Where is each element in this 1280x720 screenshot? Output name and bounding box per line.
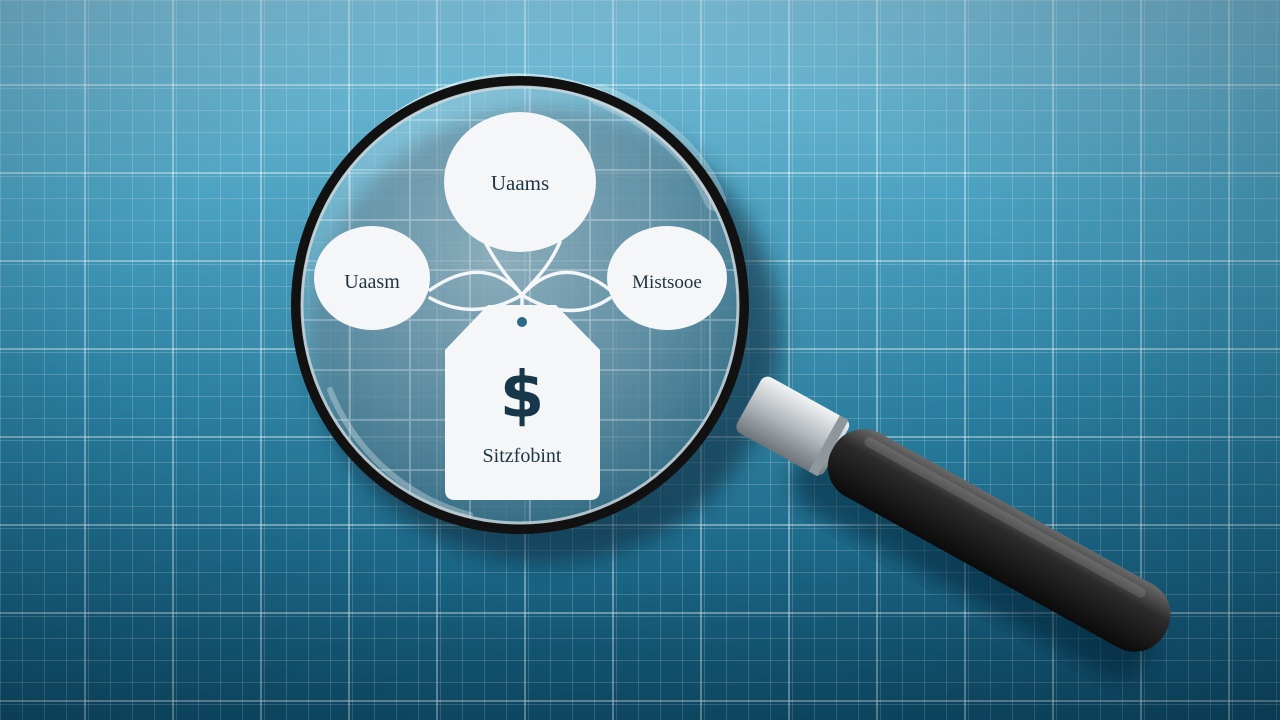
bubble-top <box>444 112 596 252</box>
ferrule-ring <box>808 415 849 477</box>
bubble-left <box>314 226 430 330</box>
tag-label: Sitzfobint <box>483 445 562 467</box>
magnifying-glass-icon <box>736 376 1171 652</box>
bubble-right <box>607 226 727 330</box>
lens-glare-bottom <box>327 387 473 518</box>
handle-highlight <box>864 437 1146 598</box>
handle-grip <box>827 429 1171 652</box>
dollar-sign-icon: $ <box>500 359 545 433</box>
lens-inner-rim <box>300 85 740 525</box>
bubble-right-label: Mistsooe <box>632 272 702 293</box>
price-tag-icon <box>445 305 600 500</box>
tag-hole <box>517 317 527 327</box>
bubble-top-label: Uaams <box>491 171 549 195</box>
bubble-left-label: Uaasm <box>344 271 400 293</box>
lens-rim <box>291 76 749 534</box>
